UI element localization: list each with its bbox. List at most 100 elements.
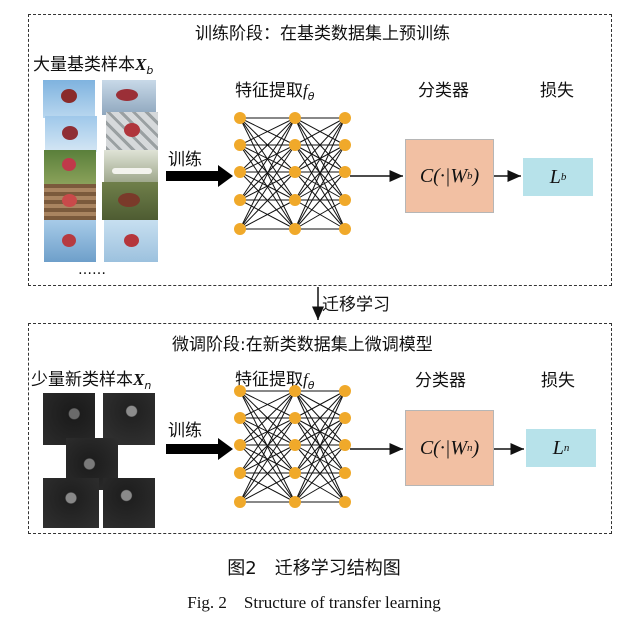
network-edge [294, 390, 346, 446]
network-edge [294, 171, 346, 201]
network-node [289, 223, 301, 235]
network-node [234, 412, 246, 424]
base-sample-image [44, 150, 96, 184]
network-edge [294, 417, 346, 503]
base-sample-image [106, 112, 158, 150]
figure-caption-en: Fig. 2 Structure of transfer learning [187, 593, 441, 612]
network-edge [294, 144, 346, 230]
transfer-learning-label: 迁移学习 [322, 295, 390, 315]
network-node [339, 112, 351, 124]
network-node [234, 139, 246, 151]
classifier-header: 分类器 [418, 81, 469, 101]
network-node [339, 166, 351, 178]
network-node [339, 139, 351, 151]
network-node [234, 385, 246, 397]
network-edge [294, 444, 346, 503]
network-edge [239, 390, 296, 503]
network-edge [239, 390, 296, 446]
network-edge [294, 171, 346, 230]
network-edge [294, 390, 346, 419]
network-edge [294, 117, 346, 230]
network-node [234, 166, 246, 178]
finetune-panel-title: 微调阶段:在新类数据集上微调模型 [172, 335, 433, 355]
base-sample-image [104, 220, 158, 262]
network-node [289, 112, 301, 124]
network-node [289, 166, 301, 178]
loss-header: 损失 [540, 81, 574, 101]
network-node [339, 194, 351, 206]
network-node [339, 223, 351, 235]
novel-samples-label: 少量新类样本Xn [31, 370, 152, 392]
pretrain-panel-title: 训练阶段：在基类数据集上预训练 [195, 24, 450, 44]
network-edge [294, 117, 346, 201]
network-edge [239, 199, 296, 230]
network-edge [239, 117, 296, 146]
base-sample-image [44, 220, 96, 262]
network-node [289, 412, 301, 424]
base-sample-image [43, 80, 95, 118]
network-edge [294, 199, 346, 230]
network-node [289, 439, 301, 451]
network-edge [294, 390, 346, 503]
network-edge [239, 444, 296, 503]
network-edge [294, 390, 346, 474]
network-node [339, 439, 351, 451]
network-node [289, 467, 301, 479]
network-node [289, 194, 301, 206]
network-node [289, 385, 301, 397]
network-node [339, 467, 351, 479]
base-sample-image [104, 150, 158, 182]
network-node [339, 385, 351, 397]
network-edge [239, 171, 296, 201]
network-node [234, 194, 246, 206]
finetune-panel [28, 323, 612, 534]
train-label: 训练 [168, 150, 202, 170]
base-sample-image [45, 116, 97, 152]
base-sample-image [102, 182, 158, 220]
loss-header: 损失 [541, 371, 575, 391]
network-node [289, 496, 301, 508]
pretrain-panel [28, 14, 612, 286]
network-edge [239, 472, 296, 503]
feature-extract-label: 特征提取fθ [235, 81, 315, 103]
train-label: 训练 [168, 421, 202, 441]
network-edge [294, 117, 346, 146]
network-edge [239, 417, 296, 503]
network-node [234, 467, 246, 479]
novel-sample-image [103, 478, 155, 528]
network-node [234, 112, 246, 124]
feature-extract-label: 特征提取fθ [235, 370, 315, 392]
ellipsis: …… [78, 262, 106, 278]
network-edge [239, 444, 296, 474]
network-node [234, 439, 246, 451]
train-arrow [166, 165, 233, 187]
network-edge [239, 117, 296, 173]
figure-caption-cn: 图2 迁移学习结构图 [227, 558, 401, 579]
network-edge [239, 144, 296, 230]
network-edge [294, 117, 346, 173]
network-edge [239, 390, 296, 474]
network-edge [239, 117, 296, 230]
network-node [234, 223, 246, 235]
classifier-header: 分类器 [415, 371, 466, 391]
novel-sample-image [43, 393, 95, 445]
network-edge [239, 117, 296, 201]
novel-sample-image [103, 393, 155, 445]
train-arrow [166, 438, 233, 460]
base-samples-label: 大量基类样本Xb [33, 55, 154, 77]
network-edge [294, 444, 346, 474]
network-node [234, 496, 246, 508]
base-sample-image [44, 184, 96, 220]
base-sample-image [102, 80, 156, 115]
network-node [339, 496, 351, 508]
network-node [339, 412, 351, 424]
novel-sample-image [43, 478, 99, 528]
network-edge [294, 472, 346, 503]
network-edge [239, 390, 296, 419]
network-edge [239, 171, 296, 230]
